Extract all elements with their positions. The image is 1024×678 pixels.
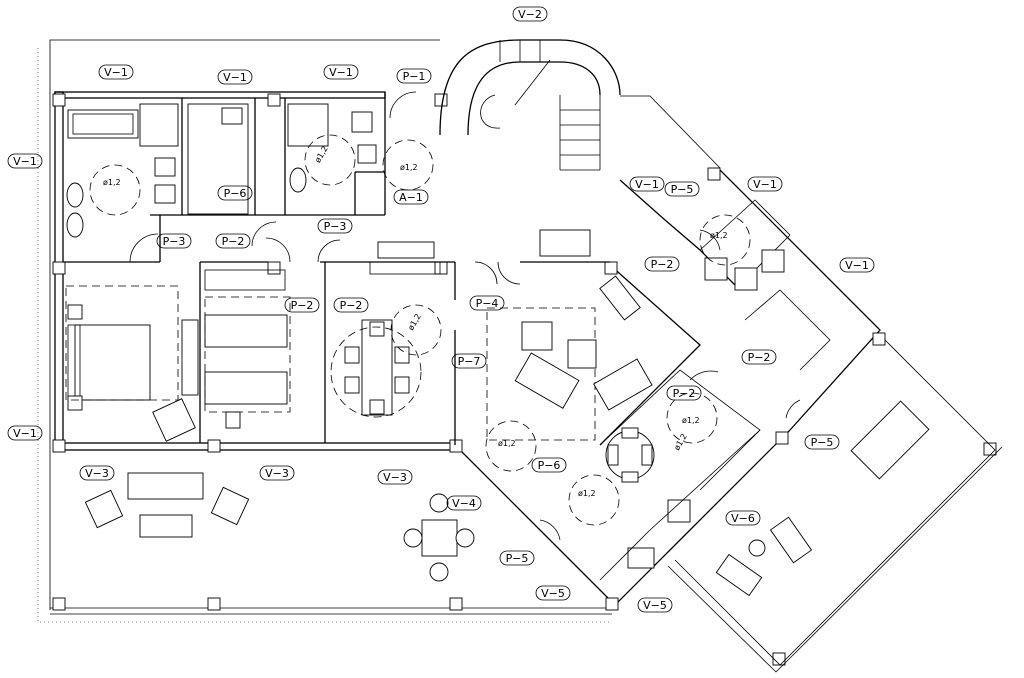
- living-room: [486, 229, 653, 441]
- bedroom-master: [65, 285, 199, 442]
- turn-radius-label: ø1,2: [400, 163, 418, 172]
- kitchen: [599, 427, 761, 581]
- tag-p3: P−3: [324, 220, 347, 233]
- bathroom-fixtures: [66, 103, 377, 238]
- tag-v1: V−1: [104, 66, 128, 79]
- diagonal-terrace: [667, 339, 1003, 673]
- turning-circles: [89, 134, 751, 526]
- structural-columns: [52, 93, 997, 666]
- tag-v2: V−2: [518, 8, 542, 21]
- tag-p6: P−6: [538, 459, 561, 472]
- tag-p6: P−6: [224, 187, 247, 200]
- turn-radius-label: ø1,2: [710, 231, 728, 240]
- tag-v5: V−5: [541, 587, 565, 600]
- tag-v4: V−4: [452, 497, 476, 510]
- site-boundary: [37, 48, 612, 623]
- tag-v1: V−1: [635, 178, 659, 191]
- turn-radius-label: ø1,2: [103, 178, 121, 187]
- terrace-outline: [49, 39, 721, 615]
- tag-v3: V−3: [85, 467, 109, 480]
- tag-v1: V−1: [223, 71, 247, 84]
- turn-radius-label: ø1,2: [498, 439, 516, 448]
- tag-p3: P−3: [163, 235, 186, 248]
- tag-p2: P−2: [222, 235, 245, 248]
- turn-radius-label: ø1,2: [406, 312, 423, 332]
- tag-p5: P−5: [671, 183, 694, 196]
- staircase: [439, 39, 621, 171]
- tag-a1: A−1: [399, 191, 423, 204]
- tag-p2: P−2: [673, 387, 696, 400]
- bedroom-twin: [204, 269, 291, 429]
- tag-p2: P−2: [748, 351, 771, 364]
- tag-v1: V−1: [845, 259, 869, 272]
- tag-v3: V−3: [265, 467, 289, 480]
- tag-v1: V−1: [329, 66, 353, 79]
- dining-room: [330, 241, 441, 418]
- laundry: [704, 249, 785, 291]
- element-tags: V−2 V−1 V−1 V−1 P−1 V−1 V−1 P−6 A−1 P−3 …: [7, 6, 875, 613]
- turn-radius-label: ø1,2: [313, 145, 330, 165]
- tag-v1: V−1: [13, 155, 37, 168]
- tag-v1: V−1: [13, 427, 37, 440]
- tag-p4: P−4: [476, 297, 499, 310]
- tag-v1: V−1: [753, 178, 777, 191]
- turn-radius-label: ø1,2: [682, 416, 700, 425]
- tag-p1: P−1: [403, 70, 426, 83]
- tag-p7: P−7: [458, 355, 481, 368]
- interior-walls: [63, 98, 831, 491]
- tag-p2: P−2: [340, 299, 363, 312]
- door-swings: [129, 91, 801, 541]
- turn-radius-label: ø1,2: [578, 489, 596, 498]
- tag-v6: V−6: [731, 512, 755, 525]
- terrace-furniture: [84, 400, 930, 597]
- tag-p2: P−2: [291, 299, 314, 312]
- tag-v3: V−3: [383, 471, 407, 484]
- tag-v5: V−5: [643, 599, 667, 612]
- tag-p2: P−2: [651, 258, 674, 271]
- tag-p5: P−5: [506, 552, 529, 565]
- tag-p5: P−5: [811, 436, 834, 449]
